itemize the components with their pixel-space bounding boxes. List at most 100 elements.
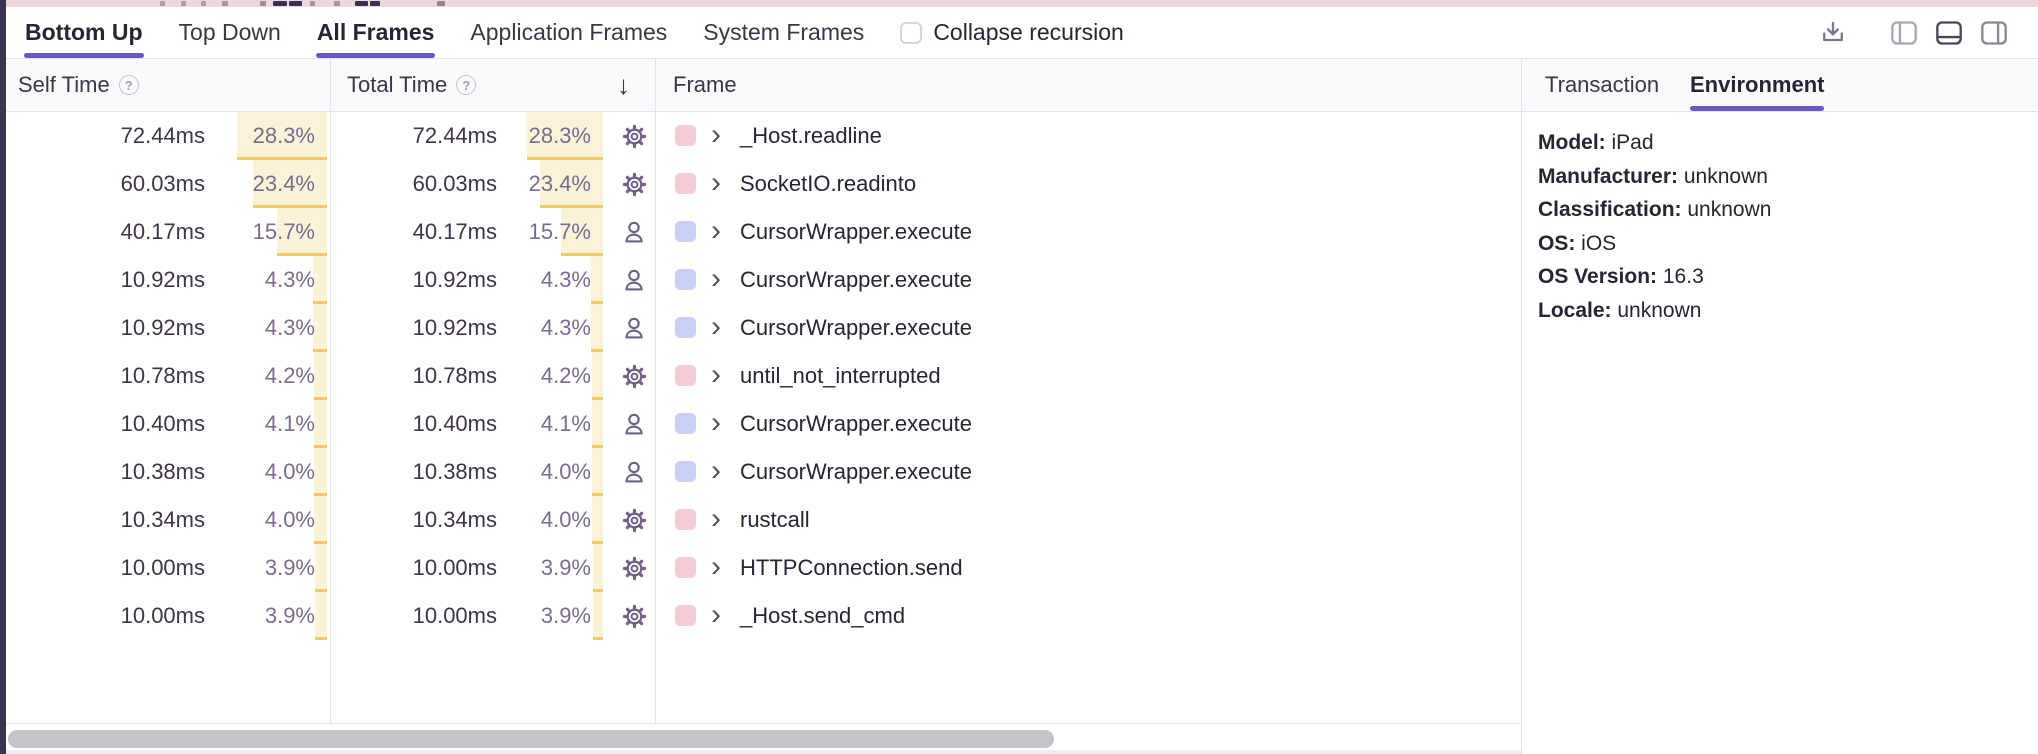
self-time-value: 10.00ms	[120, 603, 205, 628]
self-time-value: 60.03ms	[120, 171, 205, 196]
frame-color-swatch	[675, 269, 696, 290]
help-icon[interactable]: ?	[456, 75, 477, 95]
frame-name: _Host.send_cmd	[740, 603, 906, 628]
panel-divider	[1521, 58, 1522, 754]
self-time-percent: 3.9%	[264, 555, 315, 580]
tab-label: All Frames	[316, 19, 435, 45]
percent-fill-bar	[591, 304, 603, 352]
total-time-percent: 3.9%	[540, 603, 591, 628]
toggle-left-panel-button[interactable]	[1888, 18, 1920, 48]
toggle-right-panel-button[interactable]	[1978, 18, 2010, 48]
frame-name: HTTPConnection.send	[740, 555, 963, 580]
frame-type-icon-cell	[614, 448, 654, 496]
expand-chevron-icon[interactable]: ›	[711, 310, 721, 343]
user-icon	[625, 461, 643, 483]
collapse-recursion-checkbox[interactable]	[900, 21, 923, 44]
expand-chevron-icon[interactable]: ›	[711, 262, 721, 295]
frame-color-swatch	[675, 173, 696, 194]
frame-color-swatch	[675, 461, 696, 482]
environment-field-label: Model:	[1538, 131, 1606, 154]
layout-left-icon	[1891, 20, 1917, 45]
environment-field-label: OS Version:	[1538, 265, 1658, 288]
expand-chevron-icon[interactable]: ›	[711, 166, 721, 199]
active-tab-underline	[24, 53, 144, 58]
expand-chevron-icon[interactable]: ›	[711, 454, 721, 487]
download-button[interactable]	[1817, 17, 1849, 49]
frame-type-icon-cell	[614, 400, 654, 448]
frame-color-swatch	[675, 509, 696, 530]
column-header-frame[interactable]: Frame	[673, 59, 737, 111]
percent-fill-bar	[592, 544, 603, 592]
total-time-percent: 28.3%	[528, 123, 591, 148]
collapse-recursion[interactable]: Collapse recursion	[900, 19, 1124, 46]
expand-chevron-icon[interactable]: ›	[711, 406, 721, 439]
environment-field-label: Manufacturer:	[1538, 164, 1679, 188]
tab-transaction[interactable]: Transaction	[1545, 72, 1660, 97]
expand-chevron-icon[interactable]: ›	[711, 118, 721, 151]
total-time-percent-cell: 4.0%	[527, 448, 603, 496]
frame-type-icon-cell	[614, 496, 654, 544]
horizontal-scrollbar-track[interactable]	[6, 723, 1521, 754]
total-time-value: 10.40ms	[412, 411, 497, 436]
column-header-self-time[interactable]: Self Time ?	[18, 59, 139, 111]
total-time-value: 10.38ms	[412, 459, 497, 484]
frame-name: CursorWrapper.execute	[740, 411, 972, 436]
environment-field-label: Classification:	[1538, 198, 1682, 221]
tab-application-frames[interactable]: Application Frames	[470, 7, 667, 58]
self-time-percent: 4.3%	[264, 267, 315, 292]
total-time-percent-cell: 4.2%	[527, 352, 603, 400]
table-header: Self Time ? Total Time ? ↓ Frame Transac…	[6, 58, 2038, 112]
help-icon[interactable]: ?	[118, 75, 139, 95]
expand-chevron-icon[interactable]: ›	[711, 598, 721, 631]
expand-chevron-icon[interactable]: ›	[711, 550, 721, 583]
self-time-value: 10.92ms	[120, 315, 205, 340]
tab-system-frames[interactable]: System Frames	[703, 7, 864, 58]
toolbar-actions	[1817, 7, 2010, 58]
total-time-percent-cell: 3.9%	[527, 544, 603, 592]
horizontal-scrollbar-thumb[interactable]	[8, 730, 1054, 748]
tab-all-frames[interactable]: All Frames	[315, 7, 436, 58]
table-row[interactable]: 10.00ms 3.9% 10.00ms 3.9% › HTTPConnection.se…	[6, 544, 1521, 592]
environment-field-label: OS:	[1538, 231, 1576, 255]
total-time-percent: 3.9%	[540, 555, 591, 580]
frame-type-icon-cell	[614, 592, 654, 640]
tab-environment-label: Environment	[1690, 72, 1825, 97]
frame-color-swatch	[675, 317, 696, 338]
tab-bottom-up[interactable]: Bottom Up	[24, 7, 144, 58]
user-icon	[625, 221, 643, 243]
flamegraph-left-edge	[0, 0, 6, 754]
frame-name: CursorWrapper.execute	[740, 267, 972, 292]
percent-fill-bar	[592, 448, 603, 496]
percent-fill-bar	[592, 592, 603, 640]
total-time-percent: 4.3%	[540, 267, 591, 292]
frame-color-swatch	[675, 365, 696, 386]
percent-fill-bar	[314, 496, 327, 544]
toggle-bottom-panel-button[interactable]	[1933, 18, 1965, 48]
collapse-recursion-label: Collapse recursion	[933, 19, 1124, 45]
expand-chevron-icon[interactable]: ›	[711, 358, 721, 391]
percent-fill-bar	[527, 112, 603, 160]
frame-color-swatch	[675, 221, 696, 242]
self-time-value: 10.00ms	[120, 555, 205, 580]
total-time-percent-cell: 4.3%	[527, 304, 603, 352]
column-header-total-time[interactable]: Total Time ?	[347, 59, 477, 111]
percent-fill-bar	[592, 496, 603, 544]
tab-environment[interactable]: Environment	[1690, 59, 1825, 111]
tab-top-down[interactable]: Top Down	[179, 7, 281, 58]
expand-chevron-icon[interactable]: ›	[711, 214, 721, 247]
tab-label: System Frames	[703, 19, 865, 45]
total-time-value: 10.00ms	[412, 555, 497, 580]
total-time-value: 72.44ms	[412, 123, 497, 148]
expand-chevron-icon[interactable]: ›	[711, 502, 721, 535]
